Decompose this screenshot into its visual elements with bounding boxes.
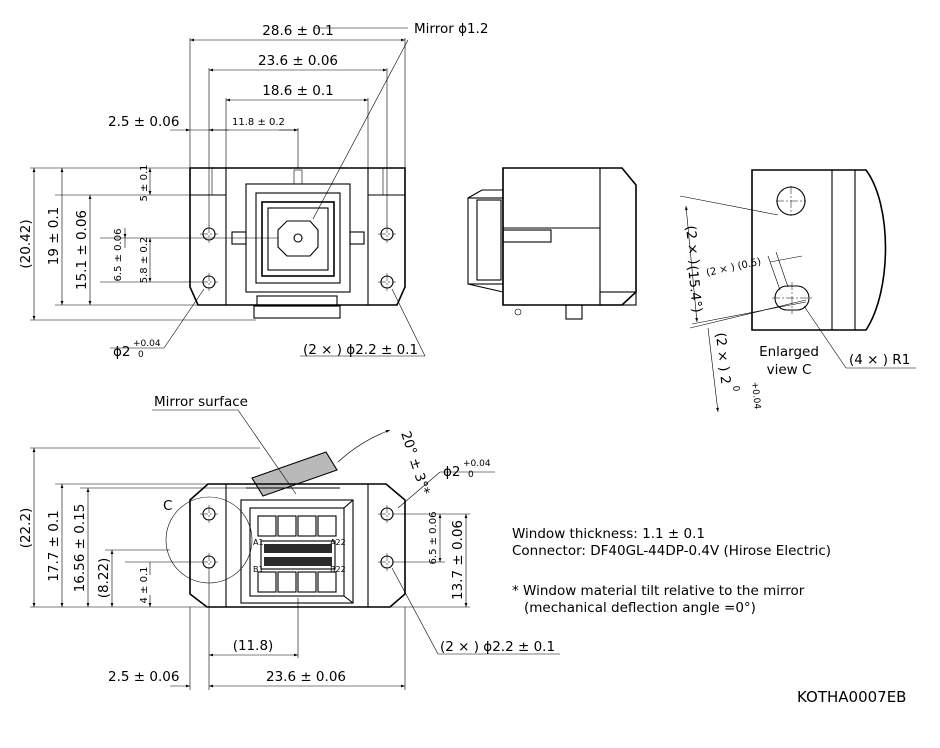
enl-tol-plus: +0.04 [749, 381, 762, 410]
bot-width-236: 23.6 ± 0.06 [266, 669, 346, 685]
bot-hole-phi2: ϕ2 [443, 464, 461, 480]
bot-height-822: (8.22) [96, 558, 112, 599]
bot-height-65: 6.5 ± 0.06 [428, 512, 439, 565]
top-view-labels: 28.6 ± 0.1 Mirror ϕ1.2 23.6 ± 0.06 18.6 … [18, 21, 488, 360]
dim-hole-phi2: ϕ2 [113, 344, 131, 360]
pin-a1: A1 [253, 538, 264, 547]
dim-edge-left: 2.5 ± 0.06 [108, 114, 179, 130]
dim-v-5: 5 ± 0.1 [139, 164, 150, 201]
tilt-angle: 20° ± 3°* [397, 429, 433, 497]
dim-center-offset: 11.8 ± 0.2 [232, 117, 285, 128]
dim-width-inner: 18.6 ± 0.1 [262, 83, 333, 99]
bot-hole-22: (2 × ) ϕ2.2 ± 0.1 [440, 639, 555, 655]
bot-hole-tol-zero: 0 [468, 470, 474, 480]
dim-v-65: 6.5 ± 0.06 [113, 229, 124, 282]
note-tilt-1: * Window material tilt relative to the m… [512, 583, 805, 599]
dim-width-outer: 28.6 ± 0.1 [262, 23, 333, 39]
dim-hole-22: (2 × ) ϕ2.2 ± 0.1 [303, 342, 418, 358]
drawing-code: KOTHA0007EB [797, 688, 907, 706]
side-view [467, 167, 637, 320]
dim-hole-tol-zero: 0 [138, 350, 144, 360]
enl-tol-zero: 0 [730, 385, 741, 392]
dim-height-19: 19 ± 0.1 [46, 207, 62, 266]
pin-b1: B1 [253, 565, 264, 574]
note-tilt-2: (mechanical deflection angle =0°) [524, 600, 756, 616]
dim-mirror: Mirror ϕ1.2 [414, 21, 488, 37]
enlarged-view-c [679, 169, 916, 413]
bot-height-137: 13.7 ± 0.06 [450, 520, 466, 600]
dim-height-15: 15.1 ± 0.06 [74, 210, 90, 290]
bottom-view-labels: Mirror surface 20° ± 3°* ϕ2 +0.04 0 C A1… [18, 394, 555, 685]
enl-05: (2 × ) (0.5) [705, 257, 762, 279]
dim-hole-tol-plus: +0.04 [133, 339, 161, 349]
mirror-surface-label: Mirror surface [154, 394, 248, 410]
note-window-thickness: Window thickness: 1.1 ± 0.1 [512, 526, 705, 542]
enl-2x: (2 × ) [682, 225, 702, 265]
enl-caption-1: Enlarged [759, 344, 819, 360]
dim-width-mid: 23.6 ± 0.06 [258, 53, 338, 69]
enlarged-view-labels: (2 × ) (15.4°) (2 × ) (0.5) (2 × ) 2 +0.… [682, 225, 910, 410]
enl-2x2: (2 × ) 2 [712, 332, 733, 385]
bot-height-ref: (22.2) [18, 508, 34, 549]
bot-edge-25: 2.5 ± 0.06 [108, 669, 179, 685]
bot-height-4: 4 ± 0.1 [139, 566, 150, 603]
note-connector: Connector: DF40GL-44DP-0.4V (Hirose Elec… [512, 543, 832, 559]
enl-caption-2: view C [767, 362, 812, 378]
pin-a22: A22 [330, 538, 346, 547]
bot-hole-tol-plus: +0.04 [463, 459, 491, 469]
dim-v-58: 5.8 ± 0.2 [139, 237, 150, 284]
bottom-view [30, 409, 560, 690]
bot-height-177: 17.7 ± 0.1 [46, 510, 62, 581]
bot-height-1656: 16.56 ± 0.15 [72, 504, 88, 593]
enl-r1: (4 × ) R1 [849, 352, 910, 368]
enl-154: (15.4°) [684, 265, 705, 314]
view-c-label: C [163, 498, 172, 514]
top-view [30, 27, 426, 357]
dim-height-ref: (20.42) [18, 219, 34, 268]
pin-b22: B22 [330, 565, 346, 574]
bot-width-118: (11.8) [233, 638, 274, 654]
